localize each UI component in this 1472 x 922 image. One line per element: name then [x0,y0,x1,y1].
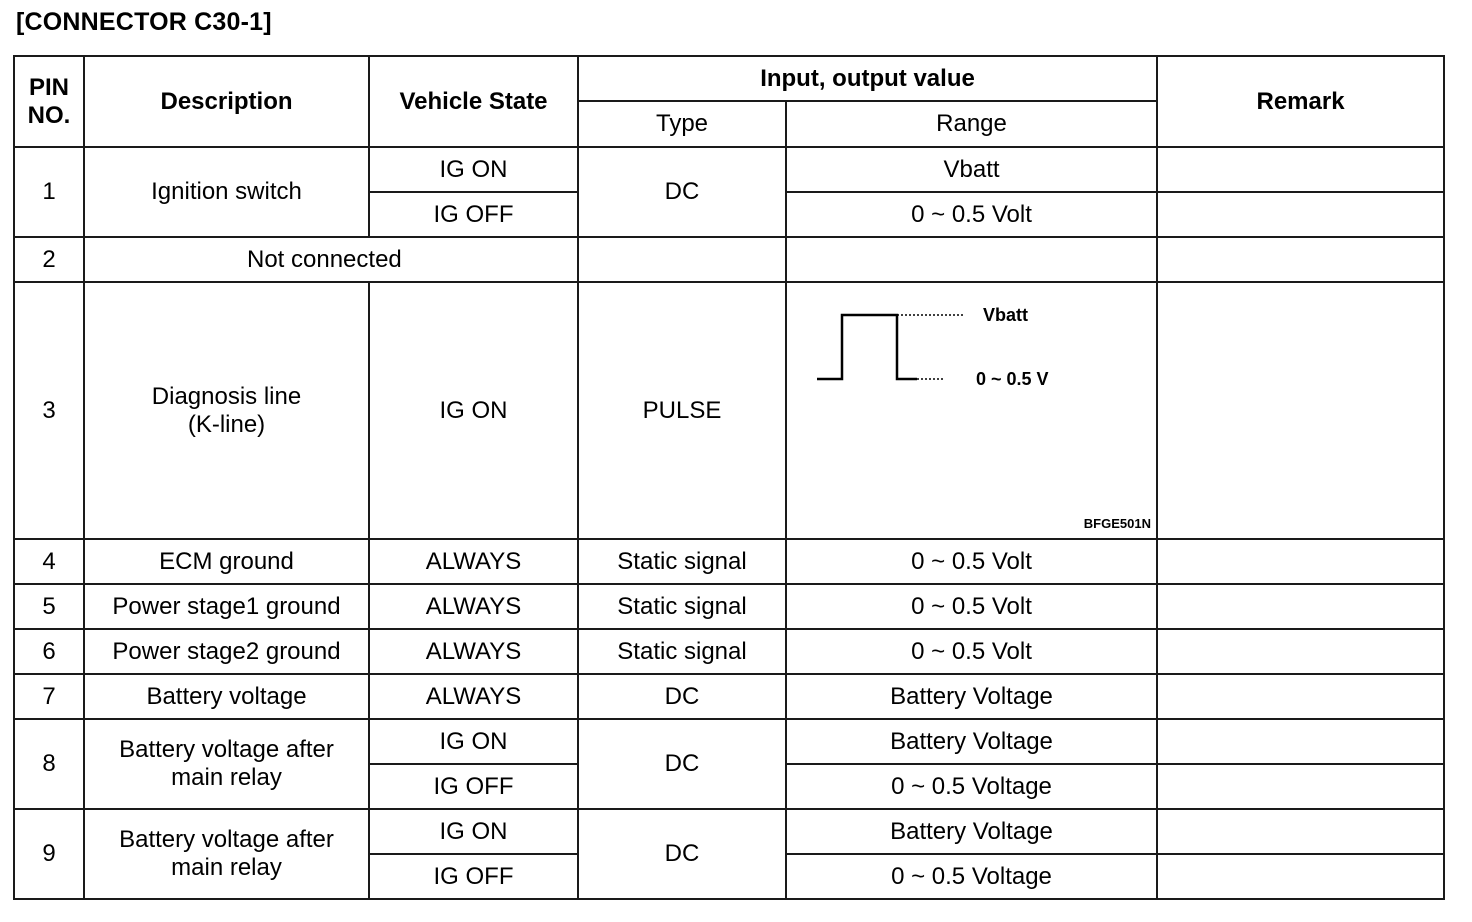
table-row: 4 ECM ground ALWAYS Static signal 0 ~ 0.… [13,538,1446,585]
signal-range: 0 ~ 0.5 Volt [784,583,1159,630]
remark-cell [1156,808,1446,855]
vehicle-state: IG ON [368,146,579,193]
vehicle-state: ALWAYS [368,583,579,630]
pin-number: 6 [13,628,85,675]
pin-number: 5 [13,583,85,630]
vehicle-state: IG ON [368,808,579,855]
table-row: 6 Power stage2 ground ALWAYS Static sign… [13,628,1446,675]
pin-number: 2 [13,236,85,283]
pin-description: Power stage2 ground [83,628,370,675]
table-row: IG OFF 0 ~ 0.5 Volt [14,191,1446,238]
pulse-waveform-line [817,313,917,381]
pin-description: Battery voltage after main relay [83,808,370,900]
table-row: 7 Battery voltage ALWAYS DC Battery Volt… [13,673,1446,720]
pulse-high-label: Vbatt [983,305,1028,325]
remark-cell [1156,763,1446,810]
table-row: 1 Ignition switch IG ON DC Vbatt [13,146,1446,238]
pin-number: 7 [13,673,85,720]
pin-number: 4 [13,538,85,585]
header-pin-no: PIN NO. [13,55,85,148]
connector-title: [CONNECTOR C30-1] [16,8,272,36]
signal-range: 0 ~ 0.5 Voltage [784,853,1159,900]
remark-cell [1156,583,1446,630]
pin-description: Battery voltage after main relay [83,718,370,810]
pin-number: 8 [13,718,85,810]
signal-range: Battery Voltage [784,673,1159,720]
signal-type: Static signal [577,628,787,675]
remark-cell [1156,281,1446,540]
header-remark: Remark [1156,55,1446,148]
remark-cell [1156,191,1446,238]
pin-description: Battery voltage [83,673,370,720]
pulse-waveform: Vbatt 0 ~ 0.5 V BFGE501N [817,305,1151,531]
signal-type: DC [577,718,787,810]
remark-cell [1156,538,1446,585]
vehicle-state: ALWAYS [368,538,579,585]
signal-range: Battery Voltage [784,808,1159,855]
table-row: IG OFF 0 ~ 0.5 Voltage [14,763,1446,810]
header-io-value: Input, output value [576,55,1159,102]
vehicle-state: IG OFF [368,763,579,810]
signal-type [577,236,787,283]
remark-cell [1156,718,1446,765]
signal-range: 0 ~ 0.5 Voltage [784,763,1159,810]
header-type: Type [577,100,787,148]
vehicle-state: IG ON [368,718,579,765]
header-range: Range [784,100,1159,148]
vehicle-state: ALWAYS [368,673,579,720]
pin-description: Diagnosis line (K-line) [83,281,370,540]
signal-range [784,236,1159,283]
pin-description: Ignition switch [83,146,370,238]
vehicle-state: IG OFF [368,853,579,900]
table-row: 9 Battery voltage after main relay IG ON… [13,808,1446,900]
signal-range: 0 ~ 0.5 Volt [784,538,1159,585]
pin-description: Not connected [83,236,579,283]
signal-type: DC [577,146,787,238]
table-row: 2 Not connected [13,236,1446,283]
table-row: IG OFF 0 ~ 0.5 Voltage [14,853,1446,900]
signal-type: Static signal [577,538,787,585]
vehicle-state: IG OFF [368,191,579,238]
signal-range: 0 ~ 0.5 Volt [784,628,1159,675]
remark-cell [1156,628,1446,675]
pin-description: ECM ground [83,538,370,585]
pin-number: 1 [13,146,85,238]
pin-number: 3 [13,281,85,540]
vehicle-state: ALWAYS [368,628,579,675]
figure-code: BFGE501N [1084,516,1151,531]
signal-type: Static signal [577,583,787,630]
remark-cell [1156,146,1446,193]
remark-cell [1156,673,1446,720]
vehicle-state: IG ON [368,281,579,540]
pin-description: Power stage1 ground [83,583,370,630]
signal-range: Battery Voltage [784,718,1159,765]
signal-type: DC [577,673,787,720]
header-description: Description [83,55,370,148]
table-row: 5 Power stage1 ground ALWAYS Static sign… [13,583,1446,630]
remark-cell [1156,236,1446,283]
pulse-waveform-cell: Vbatt 0 ~ 0.5 V BFGE501N [784,281,1159,540]
pin-number: 9 [13,808,85,900]
table-row: 8 Battery voltage after main relay IG ON… [13,718,1446,810]
header-vehicle-state: Vehicle State [368,55,579,148]
table-row: 3 Diagnosis line (K-line) IG ON PULSE Vb… [13,281,1446,540]
signal-range: 0 ~ 0.5 Volt [784,191,1159,238]
signal-type: DC [577,808,787,900]
signal-range: Vbatt [784,146,1159,193]
pin-table: PIN NO. Description Vehicle State Input,… [13,55,1446,900]
signal-type: PULSE [577,281,787,540]
remark-cell [1156,853,1446,900]
pulse-low-label: 0 ~ 0.5 V [976,369,1049,389]
